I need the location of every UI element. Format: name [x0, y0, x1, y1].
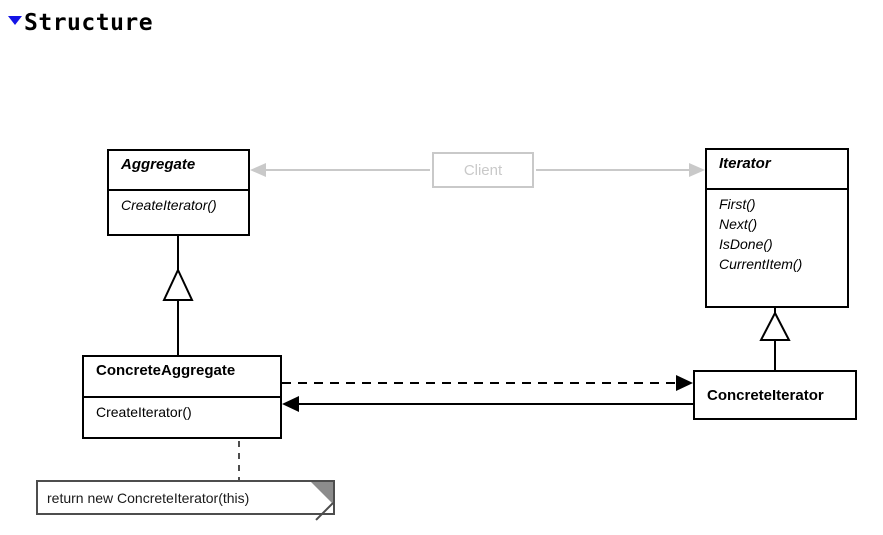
- class-member: IsDone(): [719, 235, 773, 252]
- class-title-compartment: Iterator: [707, 150, 847, 188]
- class-member: First(): [719, 196, 756, 212]
- class-box-iterator[interactable]: Iterator First() Next() IsDone() Current…: [705, 148, 849, 308]
- class-title-compartment: ConcreteAggregate: [84, 357, 280, 396]
- class-member: Next(): [719, 215, 758, 232]
- page-title: Structure: [24, 10, 154, 36]
- relation-client-to-aggregate: [250, 163, 430, 177]
- class-members-compartment: CreateIterator(): [84, 396, 280, 437]
- section-header[interactable]: Structure: [8, 12, 153, 35]
- note-fold-icon: [311, 482, 333, 504]
- class-member: CreateIterator(): [96, 404, 192, 420]
- class-member: CreateIterator(): [121, 197, 217, 213]
- relation-client-to-iterator: [536, 163, 705, 177]
- class-member: CurrentItem(): [719, 255, 803, 272]
- class-members-compartment: First() Next() IsDone() CurrentItem(): [707, 188, 847, 306]
- class-title-compartment: Aggregate: [109, 151, 248, 189]
- class-box-concrete-aggregate[interactable]: ConcreteAggregate CreateIterator(): [82, 355, 282, 439]
- class-name-client: Client: [463, 161, 503, 179]
- relation-concrete-aggregate-inherits-aggregate: [162, 232, 194, 355]
- class-box-concrete-iterator[interactable]: ConcreteIterator: [693, 370, 857, 420]
- class-name-concrete-iterator: ConcreteIterator: [707, 386, 824, 404]
- note-text: return new ConcreteIterator(this): [47, 489, 250, 506]
- relation-concrete-aggregate-creates-concrete-iterator: [282, 375, 693, 391]
- class-name-concrete-aggregate: ConcreteAggregate: [96, 362, 236, 379]
- relation-concrete-iterator-inherits-iterator: [759, 305, 791, 370]
- class-name-iterator: Iterator: [719, 155, 771, 172]
- note-box-create-iterator[interactable]: return new ConcreteIterator(this): [36, 480, 335, 521]
- class-box-client[interactable]: Client: [432, 152, 534, 188]
- class-box-aggregate[interactable]: Aggregate CreateIterator(): [107, 149, 250, 236]
- relation-concrete-iterator-knows-concrete-aggregate: [282, 396, 693, 412]
- class-name-aggregate: Aggregate: [121, 156, 196, 173]
- triangle-down-icon[interactable]: [8, 16, 22, 25]
- class-members-compartment: CreateIterator(): [109, 189, 248, 234]
